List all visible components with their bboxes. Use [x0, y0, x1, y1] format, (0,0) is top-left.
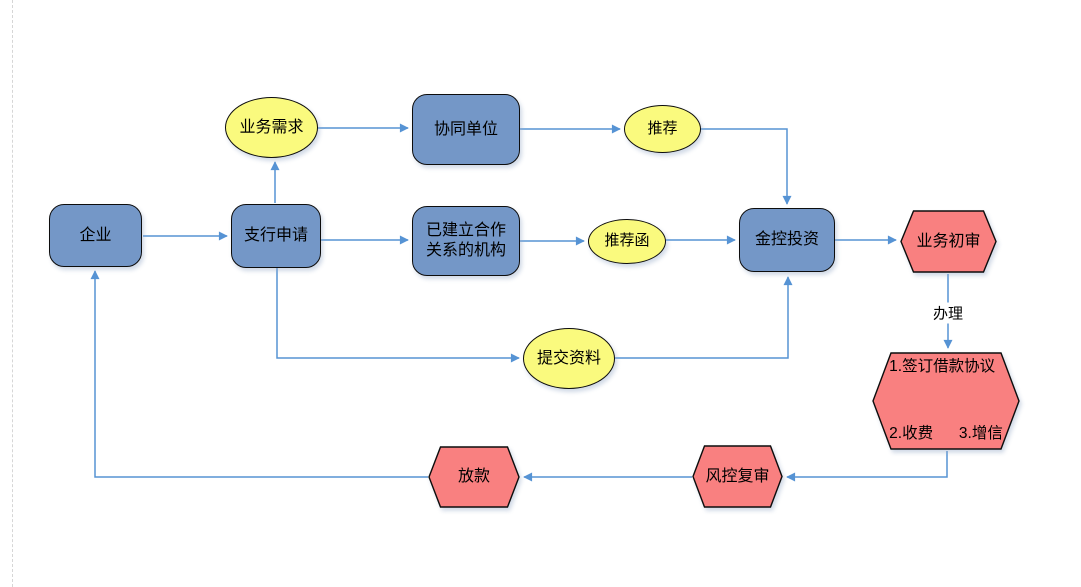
page-margin-dashed-line — [12, 0, 13, 587]
node-recommendation-letter: 推荐函 — [588, 219, 666, 264]
node-risk-review-label: 风控复审 — [705, 467, 770, 485]
edge-label-process: 办理 — [929, 302, 967, 324]
node-recommend-label: 推荐 — [647, 119, 678, 137]
node-risk-review: 风控复审 — [692, 445, 783, 508]
node-branch-application-label: 支行申请 — [243, 227, 308, 244]
node-initial-review-label: 业务初审 — [916, 232, 981, 250]
node-initial-review: 业务初审 — [900, 210, 997, 273]
node-disburse-loan-label: 放款 — [457, 468, 490, 485]
hexagon-shape — [872, 352, 1020, 450]
node-enterprise-label: 企业 — [79, 226, 112, 244]
node-established-partner-label: 已建立合作关系的机构 — [425, 222, 506, 259]
node-recommendation-letter-label: 推荐函 — [604, 232, 650, 250]
node-established-partner: 已建立合作关系的机构 — [412, 206, 520, 276]
node-cooperating-unit-label: 协同单位 — [433, 120, 498, 138]
node-submit-materials: 提交资料 — [523, 328, 615, 389]
hexagon-shape — [692, 445, 783, 508]
node-recommend: 推荐 — [624, 105, 701, 153]
node-enterprise: 企业 — [49, 204, 142, 267]
node-jinkong-investment: 金控投资 — [739, 208, 835, 272]
node-submit-materials-label: 提交资料 — [536, 349, 601, 367]
node-disburse-loan: 放款 — [428, 446, 520, 508]
hexagon-shape — [428, 446, 520, 508]
hexagon-shape — [900, 210, 997, 273]
node-business-need: 业务需求 — [225, 97, 318, 158]
node-branch-application: 支行申请 — [231, 204, 321, 268]
node-sign-agreement-line1: 1.签订借款协议 — [889, 358, 996, 376]
node-cooperating-unit: 协同单位 — [412, 94, 520, 165]
node-sign-agreement: 1.签订借款协议 2.收费 3.增信 — [872, 352, 1020, 450]
node-sign-agreement-line2: 2.收费 3.增信 — [889, 425, 1003, 443]
node-business-need-label: 业务需求 — [239, 118, 304, 136]
node-jinkong-investment-label: 金控投资 — [754, 231, 819, 248]
